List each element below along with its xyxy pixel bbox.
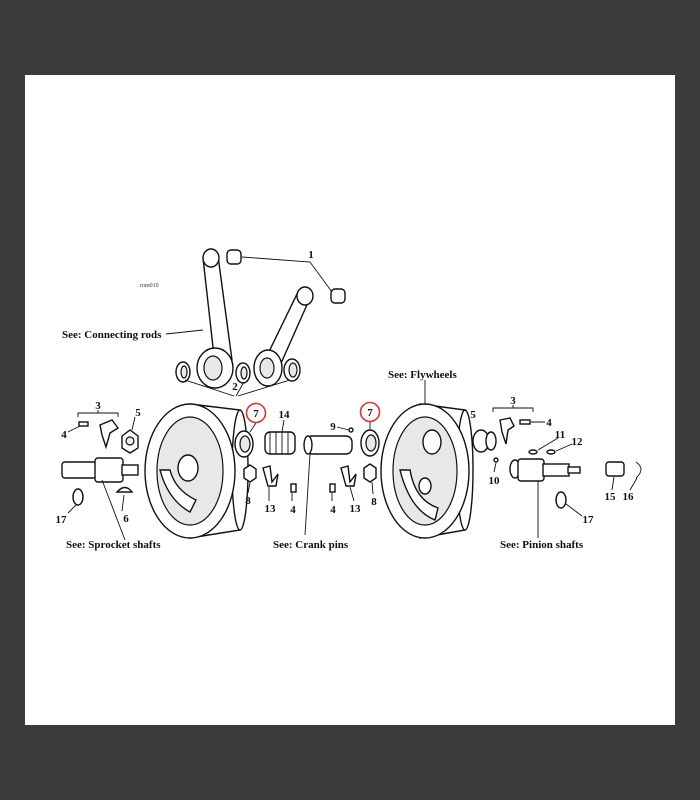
retaining-ring[interactable] xyxy=(635,461,642,479)
lock-screw-right[interactable] xyxy=(519,419,531,425)
callout-14: 14 xyxy=(279,409,291,421)
callout-5-right: 5 xyxy=(470,409,476,421)
key-12[interactable] xyxy=(546,449,556,455)
left-flywheel[interactable] xyxy=(144,403,249,539)
callout-13-right: 13 xyxy=(350,503,362,515)
callout-1: 1 xyxy=(308,249,314,261)
lock-plate-right[interactable] xyxy=(340,465,357,487)
callout-13-left: 13 xyxy=(265,503,277,515)
crank-pin-nut-right[interactable] xyxy=(363,463,377,483)
callout-12: 12 xyxy=(572,436,584,448)
lock-plate-left[interactable] xyxy=(262,465,279,487)
callout-4: 4 xyxy=(290,504,296,516)
callout-7-left: 7 xyxy=(253,408,259,420)
pinion-side-washer-right[interactable] xyxy=(360,429,380,457)
callout-17-right: 17 xyxy=(583,514,595,526)
callout-9: 9 xyxy=(330,421,336,433)
crank-pin[interactable] xyxy=(303,435,353,455)
callout-7-right: 7 xyxy=(367,407,373,419)
ref-pinion-shafts[interactable]: See: Pinion shafts xyxy=(500,539,584,551)
callout-3-right: 3 xyxy=(510,395,516,407)
screw-center[interactable] xyxy=(290,483,297,493)
oil-plug-pinion[interactable] xyxy=(493,457,499,463)
ref-crank-pins[interactable]: See: Crank pins xyxy=(273,539,349,551)
crank-pin-bearing-washers[interactable] xyxy=(175,358,301,384)
highlight-circle-7-left xyxy=(245,402,267,424)
wrist-pin-bushings[interactable] xyxy=(226,249,346,304)
callout-8-left: 8 xyxy=(245,495,251,507)
oil-plug[interactable] xyxy=(348,427,354,433)
callout-17-left: 17 xyxy=(56,514,68,526)
sprocket-shaft[interactable] xyxy=(61,457,139,483)
callout-16: 16 xyxy=(623,491,635,503)
callout-11: 11 xyxy=(555,429,565,441)
callout-4: 4 xyxy=(61,429,67,441)
callout-6: 6 xyxy=(123,513,129,525)
callout-10: 10 xyxy=(489,475,501,487)
screw-right[interactable] xyxy=(329,483,336,493)
bearing-sleeve[interactable] xyxy=(605,461,625,477)
connecting-rod-rear[interactable] xyxy=(253,286,314,387)
callout-4: 4 xyxy=(546,417,552,429)
roller-bearing[interactable] xyxy=(264,431,296,455)
ref-sprocket-shafts[interactable]: See: Sprocket shafts xyxy=(66,539,161,551)
pinion-side-washer-left[interactable] xyxy=(234,430,254,458)
key-left[interactable] xyxy=(115,486,134,493)
callout-2: 2 xyxy=(232,381,238,393)
ref-flywheels[interactable]: See: Flywheels xyxy=(388,369,457,381)
ref-connecting-rods[interactable]: See: Connecting rods xyxy=(62,329,162,341)
callout-5-left: 5 xyxy=(135,407,141,419)
right-flywheel[interactable] xyxy=(380,403,474,539)
crank-pin-nut-left[interactable] xyxy=(243,464,257,483)
diagram-panel xyxy=(25,75,675,725)
key-11[interactable] xyxy=(528,449,538,455)
connecting-rod-front[interactable] xyxy=(196,248,234,389)
thrust-washer-right[interactable] xyxy=(555,491,567,509)
highlight-circle-7-right xyxy=(359,401,381,423)
oil-slinger-right[interactable] xyxy=(499,417,515,445)
pinion-shaft[interactable] xyxy=(509,458,581,482)
lock-screw-left[interactable] xyxy=(78,421,89,427)
callout-8-right: 8 xyxy=(371,496,377,508)
gear-shaft-nut-left[interactable] xyxy=(121,429,139,454)
callout-3-left: 3 xyxy=(95,400,101,412)
callout-15: 15 xyxy=(605,491,617,503)
callout-4: 4 xyxy=(330,504,336,516)
thrust-washer-left[interactable] xyxy=(72,488,84,506)
diagram-code: rom010 xyxy=(140,283,159,289)
oil-slinger-left[interactable] xyxy=(99,419,120,450)
gear-shaft-nut-right[interactable] xyxy=(472,429,497,453)
